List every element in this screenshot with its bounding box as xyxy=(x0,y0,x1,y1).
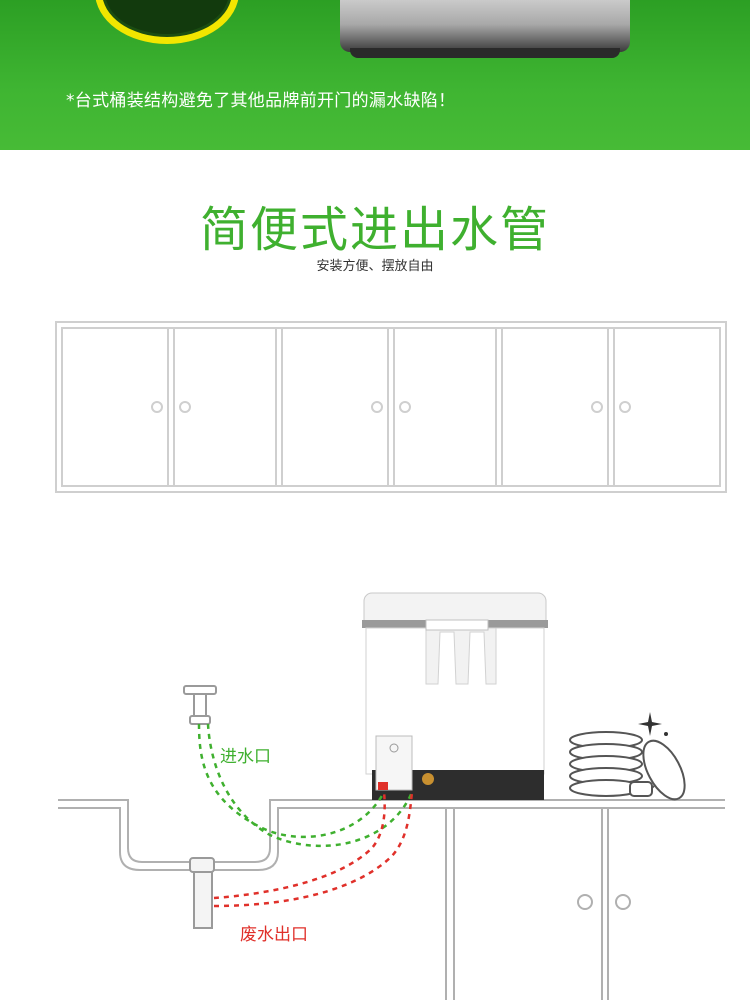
yellow-ring-graphic xyxy=(95,0,239,44)
countertop xyxy=(58,799,725,1000)
dishwasher-machine xyxy=(362,592,548,800)
section-subtitle: 安装方便、摆放自由 xyxy=(316,259,434,274)
outlet-label: 废水出口 xyxy=(240,925,308,945)
banner-machine-graphic xyxy=(340,0,630,58)
sparkle-icon xyxy=(638,712,668,736)
section-title: 简便式进出水管 xyxy=(199,202,550,258)
faucet-icon xyxy=(183,685,217,725)
outlet-hose xyxy=(213,791,414,908)
drain-pipe-icon xyxy=(189,857,215,929)
dish-stack-icon xyxy=(569,731,686,801)
installation-illustration xyxy=(55,321,727,1000)
banner-note: *台式桶装结构避免了其他品牌前开门的漏水缺陷！ xyxy=(66,91,456,111)
inlet-label: 进水口 xyxy=(220,747,271,767)
green-banner: *台式桶装结构避免了其他品牌前开门的漏水缺陷！ xyxy=(0,0,750,150)
upper-cabinets xyxy=(55,321,727,493)
